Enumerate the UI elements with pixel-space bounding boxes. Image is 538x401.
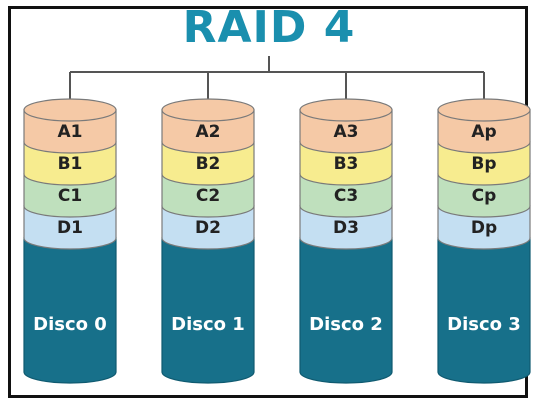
- block-label: Dp: [471, 218, 497, 238]
- disk-label: Disco 1: [171, 314, 245, 335]
- block-label: Bp: [471, 154, 496, 174]
- disk-block: [437, 141, 531, 186]
- block-label: B2: [196, 154, 221, 174]
- disk-top-cap: [161, 98, 255, 122]
- block-label: Cp: [472, 186, 497, 206]
- block-label: A3: [334, 122, 359, 142]
- block-label: Ap: [471, 122, 496, 142]
- disk-body: [161, 237, 255, 384]
- disk-block: [23, 173, 117, 218]
- disk-body: [23, 237, 117, 384]
- block-label: B1: [58, 154, 83, 174]
- disk-block: [161, 109, 255, 154]
- disk-block: [161, 173, 255, 218]
- block-label: D3: [333, 218, 359, 238]
- block-label: C3: [334, 186, 358, 206]
- disk-block: [161, 141, 255, 186]
- block-label: B3: [334, 154, 359, 174]
- block-label: C2: [196, 186, 220, 206]
- disk-block: [299, 109, 393, 154]
- block-label: D2: [195, 218, 221, 238]
- disk-block: [437, 173, 531, 218]
- block-label: A2: [196, 122, 221, 142]
- disk-block: [299, 141, 393, 186]
- disk-block: [23, 141, 117, 186]
- disk-label: Disco 2: [309, 314, 383, 335]
- disk-body: [437, 237, 531, 384]
- controller-connectors: [69, 56, 485, 106]
- block-label: A1: [58, 122, 83, 142]
- disk-block: [299, 205, 393, 250]
- disk-label: Disco 3: [447, 314, 521, 335]
- disk-block: [299, 173, 393, 218]
- disk-block: [437, 109, 531, 154]
- disk-block: [437, 205, 531, 250]
- disk-block: [161, 205, 255, 250]
- block-label: D1: [57, 218, 83, 238]
- disk-body: [299, 237, 393, 384]
- disk-top-cap: [299, 98, 393, 122]
- disk-top-cap: [437, 98, 531, 122]
- disk-block: [23, 205, 117, 250]
- block-label: C1: [58, 186, 82, 206]
- disk-block: [23, 109, 117, 154]
- disk-top-cap: [23, 98, 117, 122]
- disk-label: Disco 0: [33, 314, 107, 335]
- diagram-title: RAID 4: [182, 2, 356, 53]
